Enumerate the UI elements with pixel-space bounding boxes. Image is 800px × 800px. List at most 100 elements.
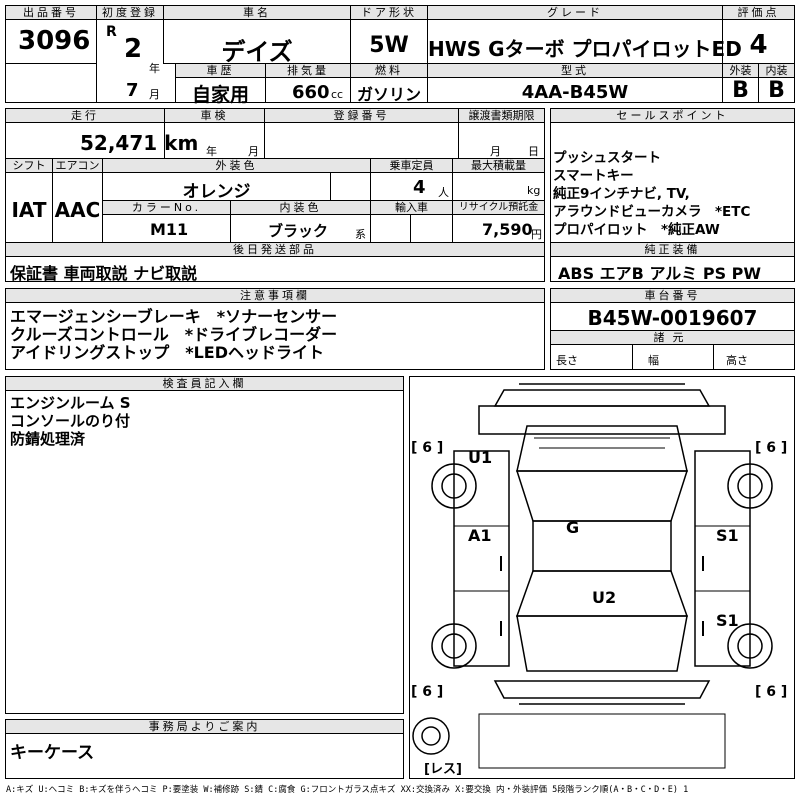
color-no-label: カラーNo.	[103, 201, 230, 215]
shift-label: シフト	[6, 159, 52, 173]
reg-month: 7	[126, 80, 139, 101]
sales-point: アラウンドビューカメラ *ETC	[553, 204, 751, 220]
damage-u2: U2	[592, 588, 617, 607]
genuine-label: 純正装備	[551, 243, 794, 257]
width-label: 幅	[648, 354, 659, 367]
damage-s1-rear: S1	[716, 611, 739, 630]
height-label: 高さ	[726, 354, 748, 367]
capacity: 4	[413, 177, 426, 198]
spec-box	[5, 108, 545, 282]
inspector-lines: エンジンルーム S コンソールのり付 防錆処理済	[10, 394, 131, 448]
import-label: 輸入車	[371, 201, 452, 215]
shift: IAT	[11, 198, 47, 222]
notes-lines: エマージェンシーブレーキ *ソナーセンサー クルーズコントロール *ドライブレコ…	[10, 308, 337, 362]
color-label: 外装色	[103, 159, 370, 173]
model-label: 型式	[428, 64, 722, 78]
inspector-box	[5, 376, 404, 714]
undercarriage	[478, 713, 726, 769]
year-unit: 年	[149, 62, 160, 75]
capacity-label: 乗車定員	[371, 159, 452, 173]
office-note: キーケース	[10, 743, 95, 763]
car-diagram-box	[409, 376, 795, 779]
int-grade: B	[768, 78, 785, 103]
ext-color: オレンジ	[182, 182, 251, 202]
first-reg-label: 初度登録	[97, 6, 163, 20]
sales-point: スマートキー	[553, 168, 634, 184]
reg-no-label: 登録番号	[265, 109, 458, 123]
header-box	[5, 5, 795, 103]
transfer-label: 譲渡書類期限	[459, 109, 544, 123]
transfer-month-unit: 月	[490, 145, 501, 158]
inspector-line: コンソールのり付	[10, 412, 131, 430]
sales-point: プッシュスタート	[553, 150, 661, 166]
car-diagram	[412, 383, 773, 769]
car-name: デイズ	[221, 38, 293, 66]
sales-box	[550, 108, 795, 282]
grade: HWS Gターボ プロパイロットED	[428, 37, 742, 61]
transfer-day-unit: 日	[528, 145, 539, 158]
tire-front-right: [ 6 ]	[755, 440, 788, 456]
chassis-box	[550, 288, 795, 370]
fuel-label: 燃料	[351, 64, 427, 78]
era: R	[106, 24, 117, 40]
front-bumper	[493, 383, 711, 407]
door-type: 5W	[369, 33, 409, 58]
inspector-line: エンジンルーム S	[10, 394, 131, 412]
damage-s1-front: S1	[716, 526, 739, 545]
legend: A:キズ U:ヘコミ B:キズを伴うヘコミ P:要塗装 W:補修跡 S:錆 C:…	[6, 785, 689, 795]
car-name-label: 車名	[164, 6, 350, 20]
int-color-label: 内装色	[231, 201, 370, 215]
damage-g: G	[566, 518, 580, 537]
right-side	[694, 450, 751, 667]
tire-front-left: [ 6 ]	[411, 440, 444, 456]
note-line: クルーズコントロール *ドライブレコーダー	[10, 325, 338, 344]
mileage: 52,471 km	[80, 131, 199, 155]
fuel: ガソリン	[356, 85, 421, 104]
displacement: 660	[292, 82, 330, 103]
disp-unit: cc	[331, 88, 344, 101]
sales-point: プロパイロット *純正AW	[553, 222, 720, 238]
lot-no-label: 出品番号	[6, 6, 96, 20]
month-unit: 月	[149, 88, 160, 101]
length-label: 長さ	[556, 354, 578, 367]
insp-year-unit: 年	[206, 145, 217, 158]
load-label: 最大積載量	[453, 159, 544, 173]
history: 自家用	[191, 84, 249, 106]
windshield	[515, 470, 689, 522]
tire-rear-right: [ 6 ]	[755, 684, 788, 700]
capacity-unit: 人	[438, 186, 449, 199]
left-door-line	[454, 525, 509, 592]
inspection-label: 車検	[165, 109, 264, 123]
wheel-rear-right	[727, 623, 773, 669]
front-outline	[478, 405, 726, 435]
recycle-label: リサイクル預託金	[453, 201, 544, 215]
wheel-front-left	[431, 463, 477, 509]
roof	[532, 520, 672, 572]
color-no: M11	[150, 220, 189, 239]
wheel-rear-left	[431, 623, 477, 669]
model-code: 4AA-B45W	[521, 82, 629, 103]
chassis-number: B45W-0019607	[587, 306, 758, 330]
history-label: 車歴	[176, 64, 265, 78]
reg-year: 2	[124, 34, 143, 64]
grille	[534, 437, 670, 449]
recycle-fee: 7,590	[482, 220, 533, 239]
sales-point: 純正9インチナビ, TV,	[553, 186, 690, 202]
office-box	[5, 719, 404, 779]
lot-number: 3096	[18, 26, 91, 56]
spec-label: 諸元	[551, 331, 794, 345]
tailgate	[516, 615, 688, 672]
insp-month-unit: 月	[248, 145, 259, 158]
tire-rear-left: [ 6 ]	[411, 684, 444, 700]
door-label: ドア形状	[351, 6, 427, 20]
damage-u1: U1	[468, 448, 493, 467]
office-label: 事務局よりご案内	[6, 720, 403, 734]
ac: AAC	[54, 198, 101, 222]
notes-box	[5, 288, 545, 370]
load-unit: kg	[527, 184, 541, 197]
notes-label: 注意事項欄	[6, 289, 544, 303]
disp-label: 排気量	[266, 64, 350, 78]
recycle-unit: 円	[531, 228, 542, 241]
int-color-unit: 系	[355, 228, 366, 241]
score: 4	[749, 30, 768, 60]
